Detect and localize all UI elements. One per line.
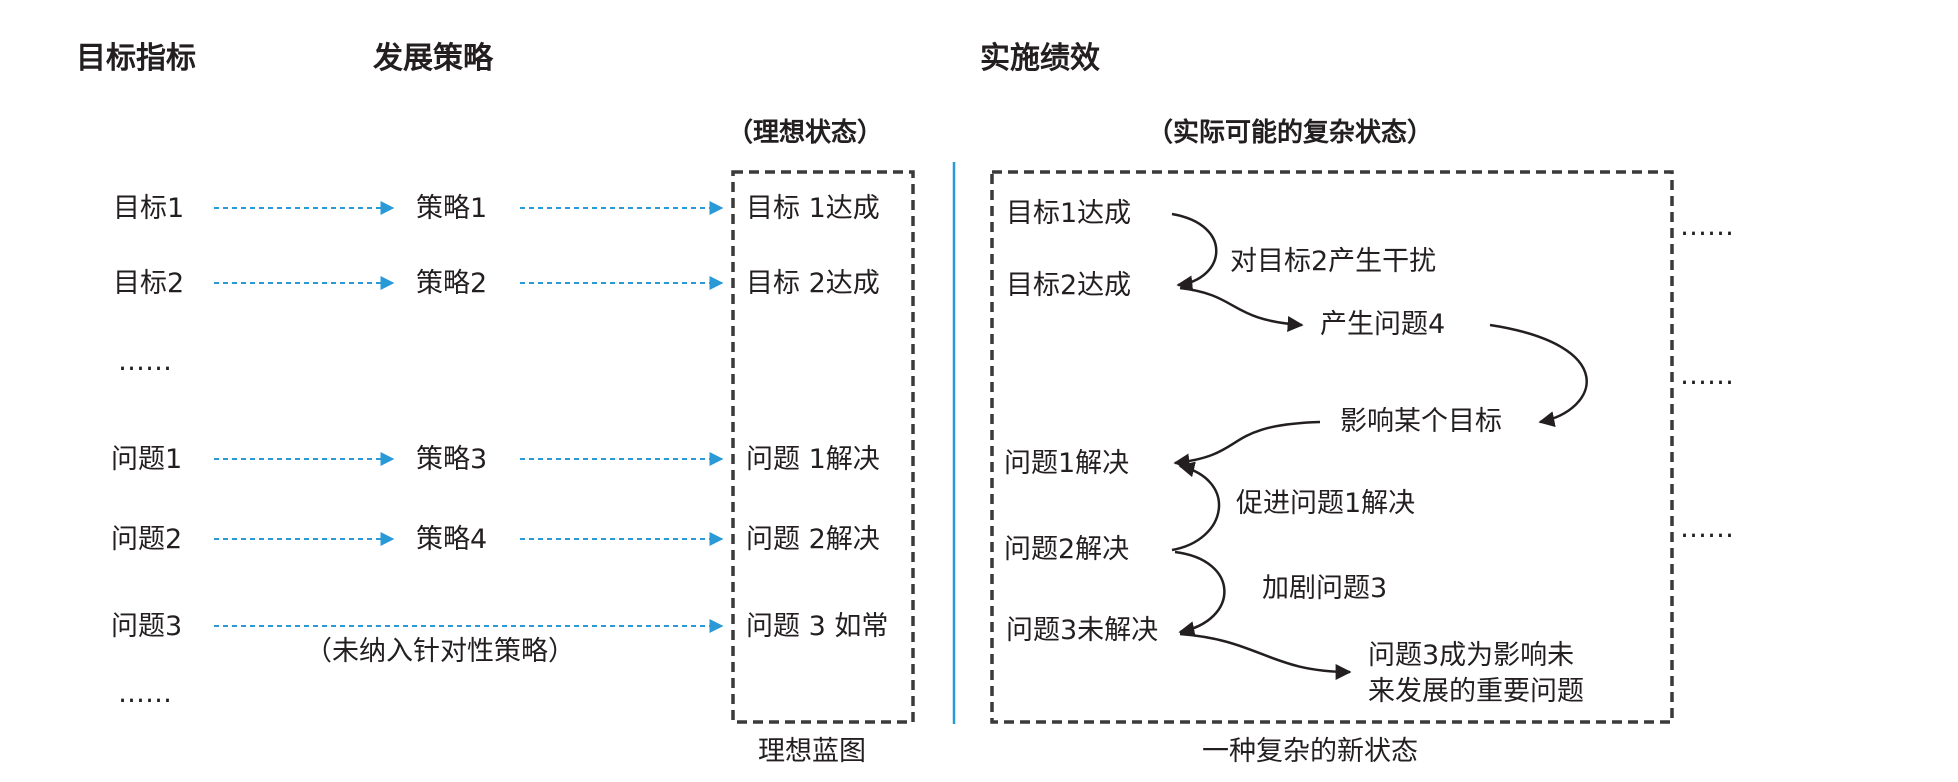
actual-problem-3-unsolved: 问题3未解决 — [1006, 615, 1159, 646]
ideal-caption: 理想蓝图 — [758, 736, 866, 767]
actual-problem-2-solved: 问题2解决 — [1004, 534, 1130, 565]
actual-caption: 一种复杂的新状态 — [1202, 736, 1418, 767]
ideal-state-box — [731, 170, 915, 724]
curve-goal1-interferes-goal2 — [1171, 212, 1218, 292]
subheader-ideal: （理想状态） — [726, 118, 884, 148]
side-ellipsis-2: …… — [1680, 360, 1734, 391]
actual-goal-1-done: 目标1达成 — [1006, 198, 1132, 229]
curve-goal2-to-problem4 — [1179, 286, 1304, 333]
strategy-2-label: 策略2 — [416, 268, 488, 299]
header-goals: 目标指标 — [76, 41, 196, 76]
strategy-1-label: 策略1 — [416, 193, 488, 224]
actual-problem-3-outcome: 问题3成为影响未 来发展的重要问题 — [1368, 640, 1584, 707]
goal-2-label: 目标2 — [113, 268, 185, 299]
side-ellipsis-1: …… — [1680, 211, 1734, 242]
curve-problem4-affects-goal — [1489, 323, 1588, 428]
curve-problem2-worsens-problem3 — [1174, 550, 1226, 638]
ideal-goal-1-result: 目标 1达成 — [746, 193, 880, 224]
actual-goal-2-done: 目标2达成 — [1006, 270, 1132, 301]
goal-1-label: 目标1 — [113, 193, 185, 224]
strategy-3-label: 策略3 — [416, 444, 488, 475]
problem-1-label: 问题1 — [111, 444, 183, 475]
actual-problem-4: 产生问题4 — [1320, 309, 1446, 340]
ideal-goal-2-result: 目标 2达成 — [746, 268, 880, 299]
side-ellipsis-3: …… — [1680, 513, 1734, 544]
ideal-problem-1-result: 问题 1解决 — [746, 444, 880, 475]
subheader-actual: （实际可能的复杂状态） — [1146, 118, 1434, 148]
curve-problem2-promotes-problem1 — [1171, 461, 1221, 552]
no-strategy-note: （未纳入针对性策略） — [305, 636, 575, 667]
actual-affect-goal: 影响某个目标 — [1340, 406, 1502, 437]
ellipsis-problems: …… — [118, 678, 172, 709]
label-promote: 促进问题1解决 — [1236, 488, 1416, 519]
ideal-problem-3-result: 问题 3 如常 — [746, 611, 889, 642]
problem-2-label: 问题2 — [111, 524, 183, 555]
label-interfere: 对目标2产生干扰 — [1230, 246, 1437, 277]
problem-3-label: 问题3 — [111, 611, 183, 642]
header-strategy: 发展策略 — [373, 41, 493, 76]
ideal-problem-2-result: 问题 2解决 — [746, 524, 880, 555]
label-worsen: 加剧问题3 — [1262, 573, 1388, 604]
curve-problem3-to-outcome — [1179, 632, 1352, 680]
actual-state-box — [990, 170, 1674, 724]
curve-affect-to-problem1 — [1173, 420, 1321, 470]
ellipsis-goals: …… — [118, 346, 172, 377]
header-performance: 实施绩效 — [980, 41, 1100, 76]
strategy-4-label: 策略4 — [416, 524, 488, 555]
actual-problem-1-solved: 问题1解决 — [1004, 448, 1130, 479]
